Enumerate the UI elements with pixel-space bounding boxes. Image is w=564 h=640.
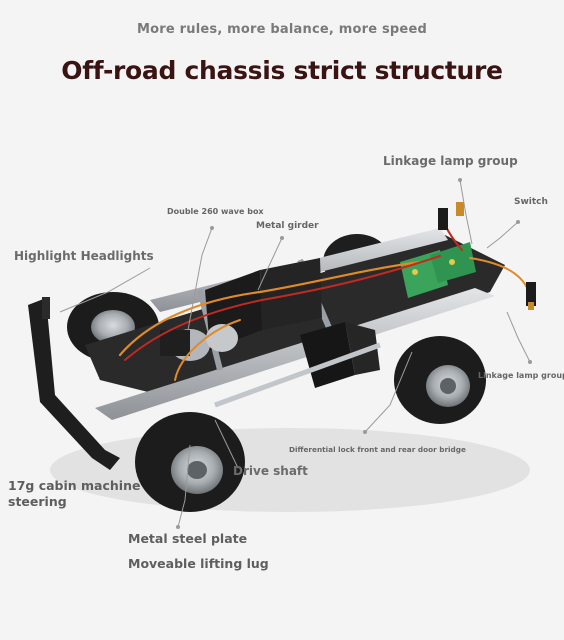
label-metal-girder: Metal girder [256, 221, 319, 231]
label-differential-lock: Differential lock front and rear door br… [289, 445, 466, 454]
drive-shaft [214, 342, 381, 408]
wiring [118, 224, 529, 381]
label-moveable-lifting-lug: Moveable lifting lug [128, 556, 269, 571]
front-bumper [28, 297, 120, 470]
label-metal-steel-plate: Metal steel plate [128, 531, 248, 546]
rear-right-wheel [394, 336, 486, 424]
label-double-260-wave-box: Double 260 wave box [167, 207, 264, 216]
label-switch: Switch [514, 197, 548, 207]
label-drive-shaft: Drive shaft [233, 464, 308, 478]
rear-lamp-top [438, 202, 464, 230]
page-subtitle: More rules, more balance, more speed [137, 22, 427, 37]
circuit-boards [400, 242, 476, 298]
callout-lines [59, 179, 531, 528]
label-cabin-steering-line2: steering [8, 494, 67, 509]
label-cabin-steering-line1: 17g cabin machine [8, 478, 141, 493]
rear-lamp-right [526, 282, 536, 310]
page-title: Off-road chassis strict structure [61, 56, 503, 85]
gearbox [160, 324, 238, 361]
battery-box [300, 322, 380, 388]
callout-dots [176, 178, 532, 529]
front-right-wheel [135, 412, 245, 512]
label-linkage-lamp-group-top: Linkage lamp group [383, 154, 518, 168]
label-linkage-lamp-group-right: Linkage lamp group [478, 371, 564, 380]
label-highlight-headlights: Highlight Headlights [14, 249, 154, 263]
